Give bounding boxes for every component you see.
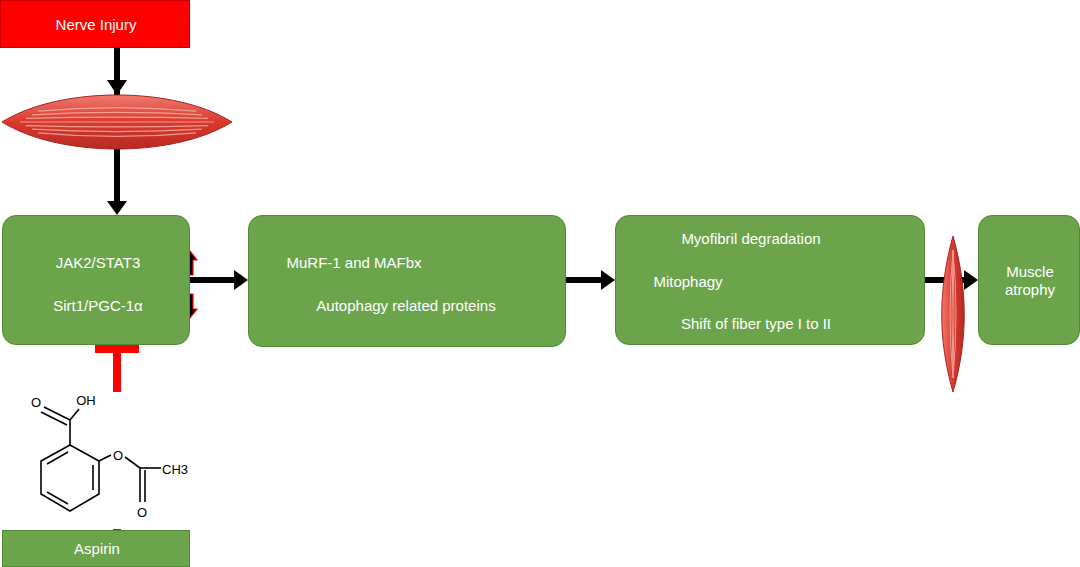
arrow-connector xyxy=(566,277,601,283)
pathway-box: JAK2/STAT3Sirt1/PGC-1α xyxy=(2,215,190,345)
node-text: Aspirin xyxy=(74,540,120,558)
node-text: Nerve Injury xyxy=(56,16,137,34)
aspirin-structure xyxy=(41,392,161,529)
node-text: Autophagy related proteins xyxy=(316,297,495,315)
node-text: Muscle atrophy xyxy=(984,263,1076,299)
node-text: Myofibril degradation xyxy=(681,230,820,248)
node-text: JAK2/STAT3 xyxy=(56,254,140,272)
atrophied-muscle-illustration xyxy=(942,236,965,392)
node-text: Shift of fiber type I to II xyxy=(681,315,831,333)
outcome-box: Muscle atrophy xyxy=(978,215,1080,345)
node-text: MuRF-1 and MAFbx xyxy=(286,254,421,272)
atom-label: O xyxy=(30,396,42,409)
node-text: Mitophagy xyxy=(653,273,722,291)
atom-label: CH3 xyxy=(161,463,189,476)
effect-box: Myofibril degradationMitophagyShift of f… xyxy=(615,215,925,345)
atom-label: O xyxy=(112,449,124,462)
atom-label: OH xyxy=(75,394,97,407)
arrow-head xyxy=(107,80,127,95)
node-text: Sirt1/PGC-1α xyxy=(53,297,143,315)
atom-label: O xyxy=(136,506,148,519)
drug-box: Aspirin xyxy=(2,530,190,567)
muscle-illustration xyxy=(2,95,232,149)
injury-box: Nerve Injury xyxy=(0,0,190,48)
arrow-connector xyxy=(190,277,234,283)
protein-box: MuRF-1 and MAFbxAutophagy related protei… xyxy=(248,215,566,347)
